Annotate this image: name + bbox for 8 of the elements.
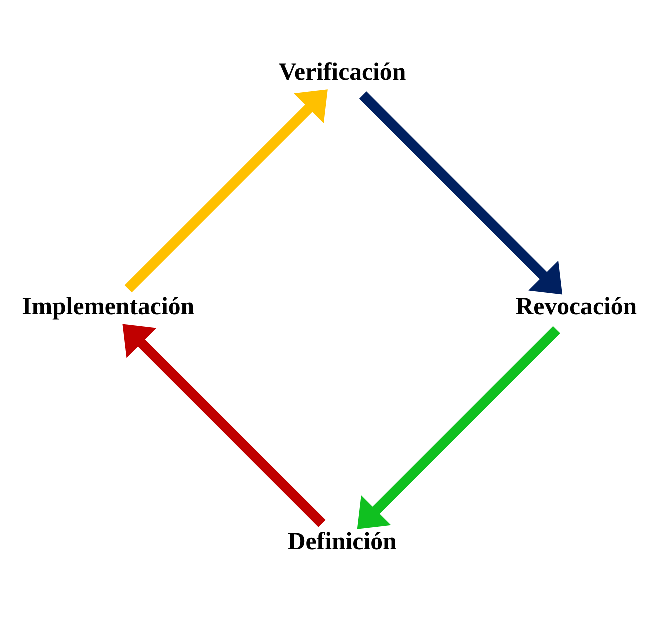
arrow — [122, 324, 326, 527]
node-text: Revocación — [516, 293, 638, 320]
node-text: Definición — [288, 528, 397, 555]
arrow — [357, 326, 560, 529]
arrow — [124, 89, 328, 292]
node-text: Implementación — [22, 293, 195, 320]
node-text: Verificación — [278, 58, 406, 86]
arrow — [359, 91, 563, 294]
